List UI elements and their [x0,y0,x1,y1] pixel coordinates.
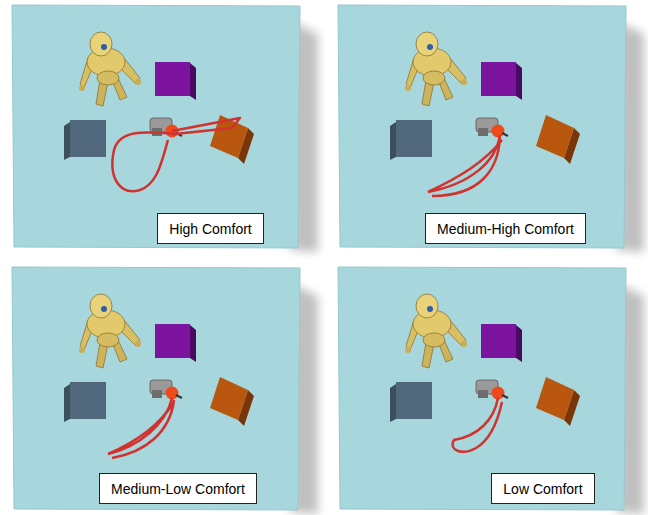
caption-box: High Comfort [157,213,264,244]
caption-box: Medium-Low Comfort [99,473,257,504]
caption-text: High Comfort [169,221,251,237]
scene-panel [338,5,644,252]
robot-trajectory [112,118,240,191]
scene-panel [12,5,318,252]
scene-panel [338,267,644,514]
robot-trajectory [428,135,502,196]
caption-text: Low Comfort [503,481,582,497]
caption-text: Medium-High Comfort [437,221,574,237]
robot-trajectory [108,398,174,458]
caption-box: Medium-High Comfort [425,213,586,244]
robot-trajectory [453,398,502,452]
caption-text: Medium-Low Comfort [111,481,245,497]
caption-box: Low Comfort [491,473,595,504]
scene-panel [12,267,318,514]
